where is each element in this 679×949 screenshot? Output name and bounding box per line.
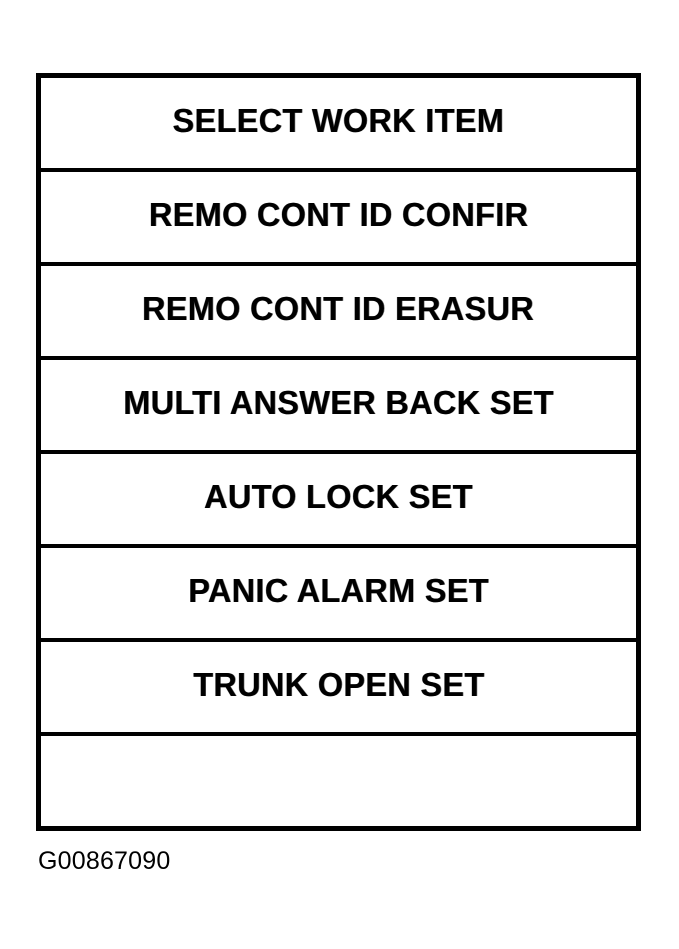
menu-item-trunk-open-set[interactable]: TRUNK OPEN SET [41, 642, 636, 736]
menu-row-label: MULTI ANSWER BACK SET [123, 384, 554, 421]
menu-row-label: TRUNK OPEN SET [192, 666, 485, 703]
menu-row-title: SELECT WORK ITEM [41, 78, 636, 172]
menu-item-panic-alarm-set[interactable]: PANIC ALARM SET [41, 548, 636, 642]
menu-row-label: REMO CONT ID CONFIR [148, 196, 529, 233]
menu-row-label: REMO CONT ID ERASUR [142, 290, 535, 327]
menu-row-label: PANIC ALARM SET [188, 572, 489, 609]
menu-row-label: SELECT WORK ITEM [172, 102, 505, 139]
menu-item-remo-cont-id-erasur[interactable]: REMO CONT ID ERASUR [41, 266, 636, 360]
figure-caption: G00867090 [38, 847, 171, 875]
menu-item-auto-lock-set[interactable]: AUTO LOCK SET [41, 454, 636, 548]
select-work-item-menu: SELECT WORK ITEM REMO CONT ID CONFIR REM… [36, 73, 641, 831]
menu-item-remo-cont-id-confir[interactable]: REMO CONT ID CONFIR [41, 172, 636, 266]
menu-row-empty [41, 736, 636, 826]
menu-item-multi-answer-back-set[interactable]: MULTI ANSWER BACK SET [41, 360, 636, 454]
menu-row-label: AUTO LOCK SET [204, 478, 473, 515]
